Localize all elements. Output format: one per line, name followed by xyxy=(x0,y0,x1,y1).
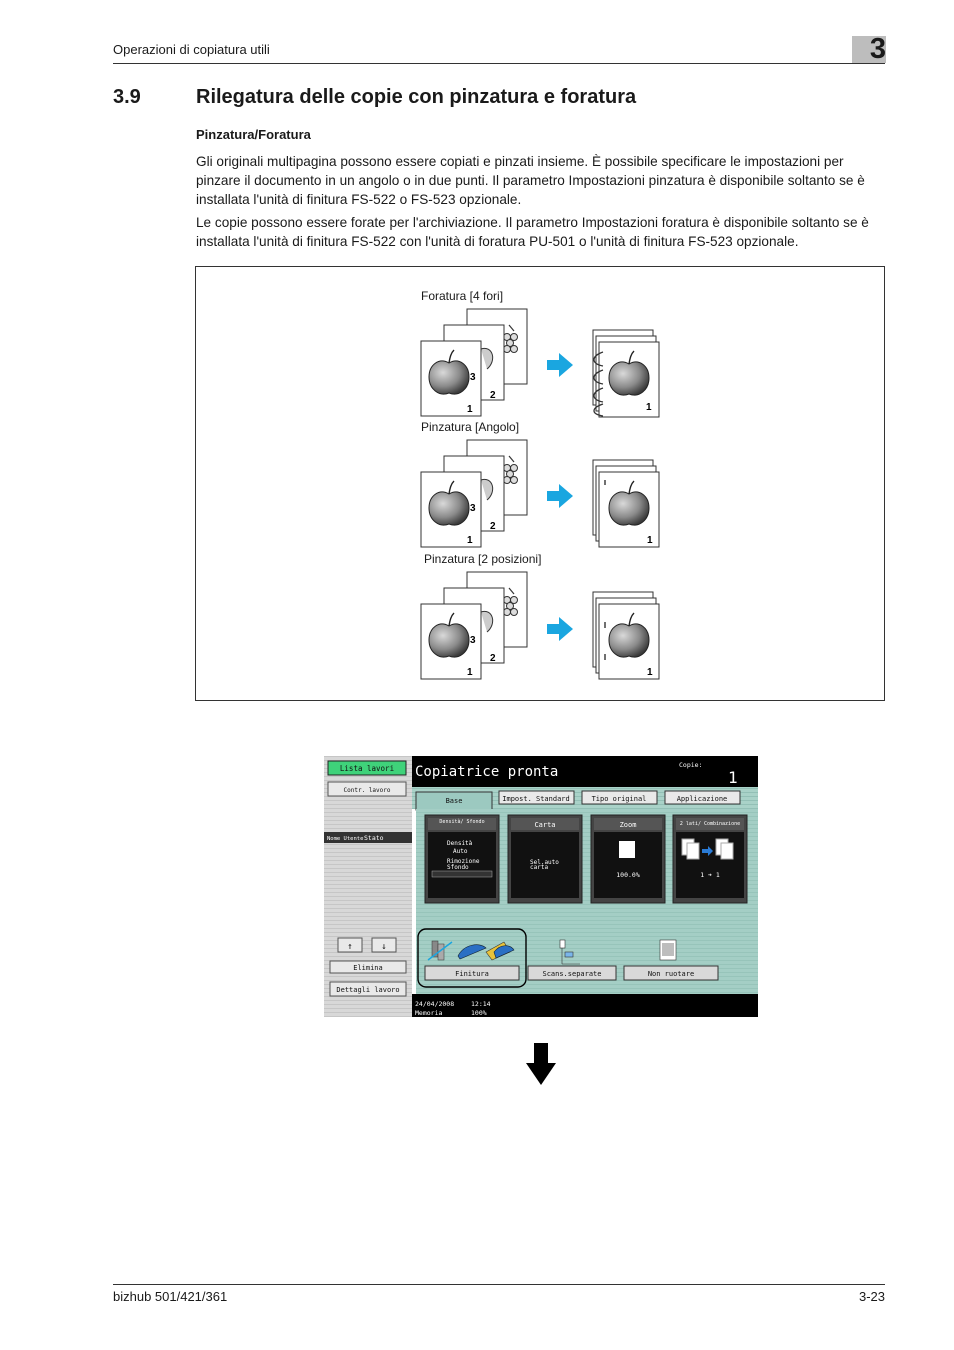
svg-text:Zoom: Zoom xyxy=(620,821,637,829)
svg-text:100.0%: 100.0% xyxy=(616,871,640,879)
chapter-number: 3 xyxy=(869,33,886,65)
header-rule xyxy=(113,63,885,64)
job-list-button[interactable]: Lista lavori xyxy=(327,760,407,776)
separate-scan-icon xyxy=(559,939,580,965)
svg-text:Applicazione: Applicazione xyxy=(677,795,728,803)
svg-text:Carta: Carta xyxy=(534,821,555,829)
svg-text:carta: carta xyxy=(530,864,548,871)
status-bar xyxy=(412,994,758,1017)
up-arrow-icon: ↑ xyxy=(347,942,352,952)
footer-rule xyxy=(113,1284,885,1285)
running-header: Operazioni di copiatura utili xyxy=(113,42,270,57)
density-background-tile[interactable]: Densità/ Sfondo Densità Auto Rimozione S… xyxy=(424,814,500,904)
memory-label: Memoria xyxy=(415,1009,442,1017)
svg-text:Tipo original: Tipo original xyxy=(592,795,647,803)
stapler-icon xyxy=(457,944,487,960)
svg-text:Rimozione: Rimozione xyxy=(447,858,480,865)
illustration-box: Foratura [4 fori] Pinzatura [Angolo] Pin… xyxy=(195,266,885,701)
chapter-tab xyxy=(852,36,886,63)
no-rotation-icon xyxy=(659,939,677,961)
svg-text:Lista lavori: Lista lavori xyxy=(340,764,394,773)
svg-text:Densità/ Sfondo: Densità/ Sfondo xyxy=(439,818,484,825)
tab-default-settings[interactable]: Impost. Standard xyxy=(498,790,575,805)
paper-tile[interactable]: Carta Sel.auto carta xyxy=(507,814,583,904)
subheading: Pinzatura/Foratura xyxy=(196,127,311,142)
page-1-number: 1 xyxy=(467,404,473,415)
page-1-number: 1 xyxy=(467,535,473,546)
paragraph-stapling: Gli originali multipagina possono essere… xyxy=(196,154,865,207)
copies-value: 1 xyxy=(728,768,738,787)
job-check-button[interactable]: Contr. lavoro xyxy=(327,781,407,797)
finishing-illustration: 3 2 1 1 3 2 1 1 3 2 1 xyxy=(196,267,886,702)
svg-text:Scans.separate: Scans.separate xyxy=(542,970,601,978)
result-page-1-number: 1 xyxy=(646,402,652,413)
no-rotation-button[interactable]: Non ruotare xyxy=(623,965,719,981)
down-arrow-icon: ↓ xyxy=(381,942,386,952)
duplex-combine-tile[interactable]: 2 lati/ Combinazione 1 ➔ 1 xyxy=(672,814,748,904)
svg-text:Finitura: Finitura xyxy=(455,970,489,978)
density-scale xyxy=(431,870,493,878)
zoom-tile[interactable]: Zoom 100.0% xyxy=(590,814,666,904)
footer-model: bizhub 501/421/361 xyxy=(113,1289,228,1304)
page-3-number: 3 xyxy=(470,503,476,514)
page-2-number: 2 xyxy=(490,653,496,664)
scroll-up-button[interactable]: ↑ xyxy=(337,937,363,953)
copies-label: Copie: xyxy=(679,761,702,769)
screen-title: Copiatrice pronta xyxy=(415,764,558,780)
svg-text:Auto: Auto xyxy=(453,848,468,855)
scroll-down-button[interactable]: ↓ xyxy=(371,937,397,953)
label-punch-4-holes: Foratura [4 fori] xyxy=(421,289,504,303)
svg-text:Densità: Densità xyxy=(447,840,473,847)
label-staple-2-positions: Pinzatura [2 posizioni] xyxy=(424,552,542,566)
label-staple-corner: Pinzatura [Angolo] xyxy=(421,420,520,434)
duplex-arrow-icon xyxy=(702,846,713,856)
svg-text:Non ruotare: Non ruotare xyxy=(648,970,694,978)
svg-text:Dettagli lavoro: Dettagli lavoro xyxy=(336,986,399,994)
paragraph-punching: Le copie possono essere forate per l'arc… xyxy=(196,215,869,249)
memory-value: 100% xyxy=(471,1009,487,1017)
page-1-number: 1 xyxy=(467,667,473,678)
finishing-icons xyxy=(427,940,515,961)
result-page-1-number: 1 xyxy=(647,535,653,546)
footer-page-number: 3-23 xyxy=(858,1289,885,1304)
status-date: 24/04/2008 xyxy=(415,1000,454,1008)
copier-control-panel: Lista lavori Contr. lavoro Nome Utente S… xyxy=(324,756,758,1017)
zoom-page-icon xyxy=(619,841,635,858)
page-2-number: 2 xyxy=(490,390,496,401)
status-time: 12:14 xyxy=(471,1000,491,1008)
user-name-label: Nome Utente xyxy=(327,836,363,842)
svg-text:Contr. lavoro: Contr. lavoro xyxy=(344,787,391,794)
page-3-number: 3 xyxy=(470,372,476,383)
delete-button[interactable]: Elimina xyxy=(329,960,407,974)
svg-text:Sel.auto: Sel.auto xyxy=(530,859,559,866)
finishing-highlight xyxy=(417,928,527,988)
svg-text:Elimina: Elimina xyxy=(353,964,383,972)
status-label: Stato xyxy=(364,834,384,842)
job-details-button[interactable]: Dettagli lavoro xyxy=(329,981,407,997)
section-title: Rilegatura delle copie con pinzatura e f… xyxy=(196,86,637,108)
separate-scan-button[interactable]: Scans.separate xyxy=(527,965,617,981)
svg-text:1 ➔ 1: 1 ➔ 1 xyxy=(700,871,720,879)
tab-base[interactable]: Base xyxy=(415,791,493,811)
page-2-number: 2 xyxy=(490,521,496,532)
title-bar xyxy=(412,756,758,787)
user-status-header xyxy=(324,832,412,843)
result-page-1-number: 1 xyxy=(647,667,653,678)
finishing-button[interactable]: Finitura xyxy=(424,965,520,981)
tab-original-type[interactable]: Tipo original xyxy=(581,790,658,805)
tab-application[interactable]: Applicazione xyxy=(664,790,741,805)
section-number: 3.9 xyxy=(113,86,141,108)
svg-text:2 lati/ Combinazione: 2 lati/ Combinazione xyxy=(680,821,740,827)
svg-text:Impost. Standard: Impost. Standard xyxy=(502,795,569,803)
svg-text:Base: Base xyxy=(446,797,463,805)
down-arrow-icon xyxy=(526,1043,556,1085)
svg-text:Sfondo: Sfondo xyxy=(447,864,469,871)
page-3-number: 3 xyxy=(470,635,476,646)
